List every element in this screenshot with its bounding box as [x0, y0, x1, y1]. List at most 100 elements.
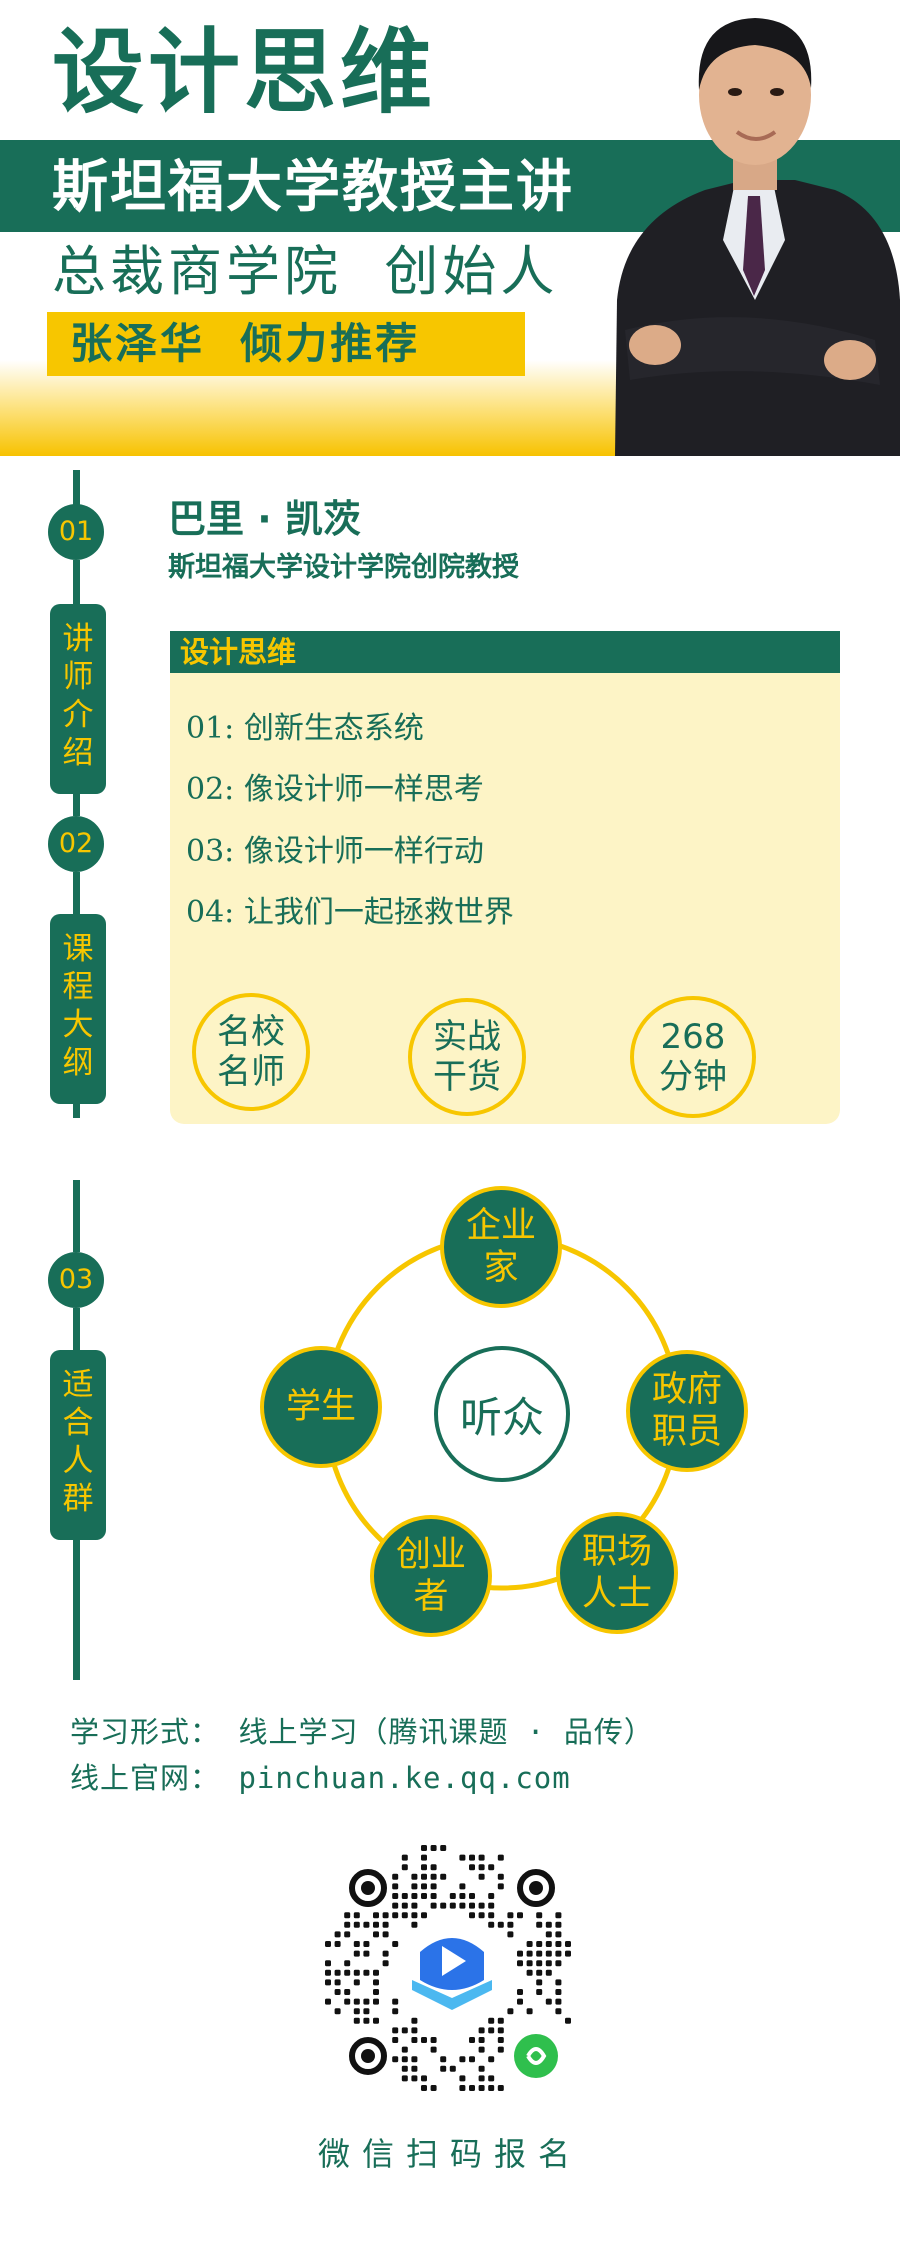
qr-module — [411, 1902, 418, 1909]
qr-module — [334, 1969, 341, 1976]
qr-module — [373, 1921, 379, 1928]
qr-module — [565, 1941, 571, 1947]
qr-module — [469, 1893, 475, 1899]
audience-group: 企业 家 — [440, 1186, 562, 1308]
qr-module — [449, 2065, 456, 2072]
qr-module — [344, 1912, 351, 1919]
qr-module — [497, 2085, 504, 2091]
qr-module — [488, 2085, 495, 2091]
qr-module — [497, 1873, 504, 1880]
qr-module — [325, 1998, 331, 2005]
qr-module — [488, 1893, 495, 1899]
label-char: 群 — [62, 1481, 94, 1517]
group-line: 职员 — [651, 1412, 722, 1452]
qr-module — [478, 1854, 485, 1861]
qr-module — [555, 1998, 562, 2005]
subtitle: 总裁商学院 创始人 — [52, 240, 559, 303]
label-char: 程 — [62, 969, 94, 1005]
qr-module — [507, 1912, 514, 1919]
qr-module — [449, 1893, 456, 1899]
qr-module — [401, 1912, 408, 1919]
qr-module — [353, 2017, 360, 2024]
section-label-audience: 适 合 人 群 — [50, 1350, 106, 1540]
qr-module — [565, 2017, 571, 2024]
qr-module — [536, 1950, 543, 1957]
qr-module — [536, 1989, 543, 1995]
qr-module — [497, 2017, 504, 2024]
highlight-badge: 实战 干货 — [408, 998, 526, 1116]
qr-module — [401, 2046, 408, 2053]
qr-module — [507, 1931, 514, 1938]
qr-module — [488, 1902, 495, 1909]
qr-module — [363, 2008, 370, 2015]
label-char: 大 — [62, 1007, 94, 1043]
qr-module — [488, 1921, 495, 1928]
qr-module — [478, 1902, 485, 1909]
qr-module — [497, 1854, 504, 1861]
qr-module — [545, 1969, 552, 1976]
qr-module — [353, 1979, 360, 1986]
badge-line: 干货 — [433, 1057, 501, 1097]
qr-module — [555, 2008, 562, 2015]
qr-module — [507, 1921, 514, 1928]
qr-module — [555, 1931, 562, 1938]
qr-module — [363, 1941, 370, 1947]
qr-module — [421, 1912, 427, 1919]
qr-module — [363, 1998, 370, 2005]
qr-module — [555, 1979, 562, 1986]
label-char: 讲 — [62, 621, 94, 657]
syllabus-card-header — [170, 631, 840, 673]
qr-module — [536, 1912, 543, 1919]
qr-module — [325, 1941, 331, 1947]
qr-module — [440, 1845, 447, 1851]
qr-module — [478, 2065, 485, 2072]
qr-module — [469, 1854, 475, 1861]
qr-module — [344, 1921, 351, 1928]
section-number-2: 02 — [48, 816, 104, 872]
qr-module — [459, 1902, 466, 1909]
qr-module — [497, 2037, 504, 2043]
qr-module — [440, 1902, 447, 1909]
qr-module — [555, 1950, 562, 1957]
qr-module — [363, 1921, 370, 1928]
qr-module — [392, 1883, 399, 1890]
qr-code[interactable] — [310, 1830, 594, 2114]
qr-module — [469, 2056, 475, 2063]
qr-module — [526, 1960, 533, 1967]
qr-module — [517, 1960, 523, 1967]
label-char: 纲 — [62, 1045, 94, 1081]
qr-module — [536, 1921, 543, 1928]
group-line: 者 — [413, 1577, 449, 1617]
qr-module — [430, 1873, 437, 1880]
group-line: 职场 — [581, 1532, 652, 1572]
website-text[interactable]: 线上官网： pinchuan.ke.qq.com — [70, 1761, 571, 1795]
qr-module — [488, 2056, 495, 2063]
qr-module — [392, 1941, 399, 1947]
qr-module — [421, 1883, 427, 1890]
qr-module — [344, 1969, 351, 1976]
qr-module — [421, 2075, 427, 2082]
qr-module — [488, 1912, 495, 1919]
qr-module — [536, 1941, 543, 1947]
qr-module — [401, 1854, 408, 1861]
qr-module — [363, 1969, 370, 1976]
qr-module — [555, 1960, 562, 1967]
qr-module — [488, 2027, 495, 2034]
qr-module — [449, 1902, 456, 1909]
qr-module — [344, 1931, 351, 1938]
study-form-text: 学习形式： 线上学习（腾讯课题 · 品传） — [70, 1715, 654, 1749]
qr-module — [469, 1912, 475, 1919]
recommend-box — [47, 312, 525, 376]
timeline-line — [73, 470, 80, 530]
qr-module — [353, 1969, 360, 1976]
qr-module — [411, 1912, 418, 1919]
instructor-name: 巴里 · 凯茨 — [168, 497, 361, 541]
course-item: 04: 让我们一起拯救世界 — [186, 895, 514, 930]
qr-module — [373, 1979, 379, 1986]
qr-module — [392, 1873, 399, 1880]
qr-module — [478, 2085, 485, 2091]
qr-module — [373, 1912, 379, 1919]
qr-module — [497, 1921, 504, 1928]
qr-module — [526, 2008, 533, 2015]
qr-module — [430, 2085, 437, 2091]
